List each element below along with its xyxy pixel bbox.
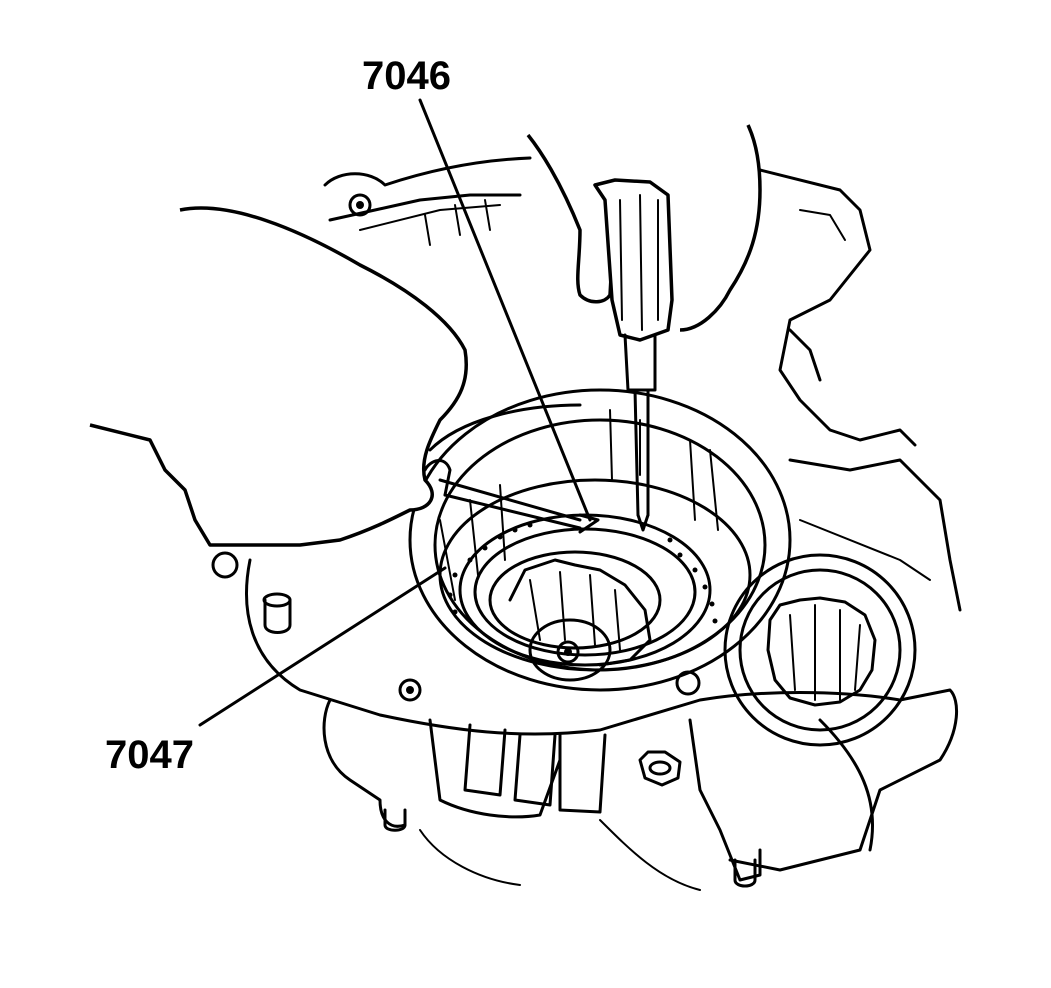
clutch-dots — [447, 522, 718, 624]
left-hand — [89, 206, 600, 547]
bore-assembly — [408, 388, 792, 692]
right-hand-screwdriver — [526, 124, 762, 532]
transmission-case — [245, 156, 962, 891]
leader-line-7047 — [198, 566, 447, 727]
callout-7047: 7047 — [105, 733, 194, 777]
callout-7046: 7046 — [362, 54, 451, 98]
case-bolts — [211, 551, 757, 888]
output-shaft-bore — [723, 553, 917, 747]
leader-line-7046 — [418, 98, 592, 522]
